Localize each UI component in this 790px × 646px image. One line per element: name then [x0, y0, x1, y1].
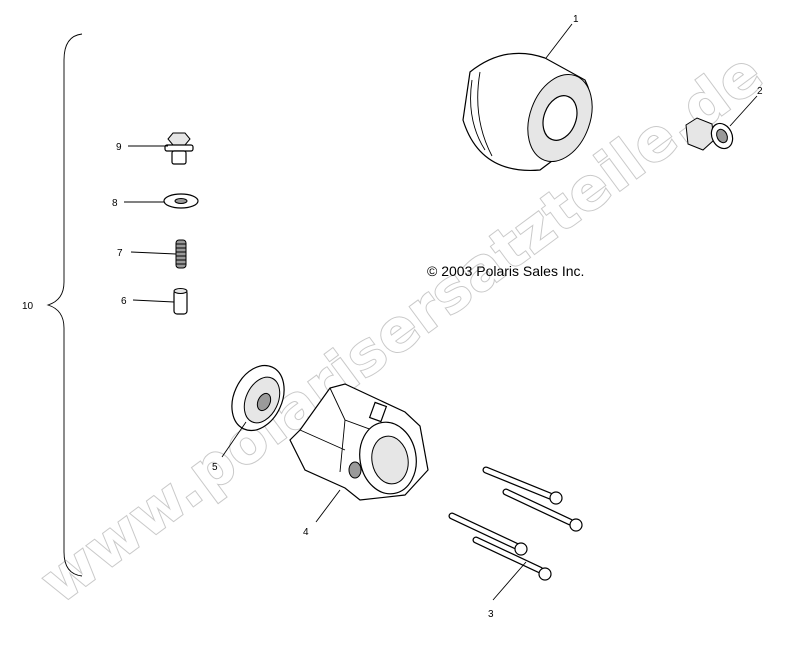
leader-4 — [315, 489, 341, 523]
leader-6 — [132, 299, 175, 303]
group-brace — [46, 33, 83, 577]
callout-4: 4 — [303, 527, 309, 538]
callout-7: 7 — [117, 248, 123, 259]
pump-housing-part-4 — [289, 383, 429, 501]
callout-2: 2 — [757, 86, 763, 97]
callout-8: 8 — [112, 198, 118, 209]
leader-1 — [545, 23, 573, 59]
bolt-part-9 — [164, 132, 194, 165]
callout-5: 5 — [212, 462, 218, 473]
leader-3 — [492, 561, 527, 601]
callout-9: 9 — [116, 142, 122, 153]
long-bolts-part-3 — [448, 466, 583, 581]
watermark-text: www.polarisersatzteile.de — [28, 38, 776, 616]
stud-part-7 — [175, 239, 187, 269]
callout-3: 3 — [488, 609, 494, 620]
washer-part-8 — [163, 193, 199, 209]
fitting-part-2 — [685, 117, 734, 151]
leader-5 — [221, 421, 247, 458]
leader-7 — [130, 251, 177, 255]
copyright-notice: © 2003 Polaris Sales Inc. — [427, 263, 584, 279]
callout-6: 6 — [121, 296, 127, 307]
callout-10: 10 — [22, 301, 34, 312]
filter-part-1 — [462, 52, 593, 172]
leader-2 — [729, 95, 758, 127]
gerotor-part-5 — [231, 364, 285, 432]
callout-1: 1 — [573, 14, 579, 25]
dowel-part-6 — [173, 288, 188, 315]
